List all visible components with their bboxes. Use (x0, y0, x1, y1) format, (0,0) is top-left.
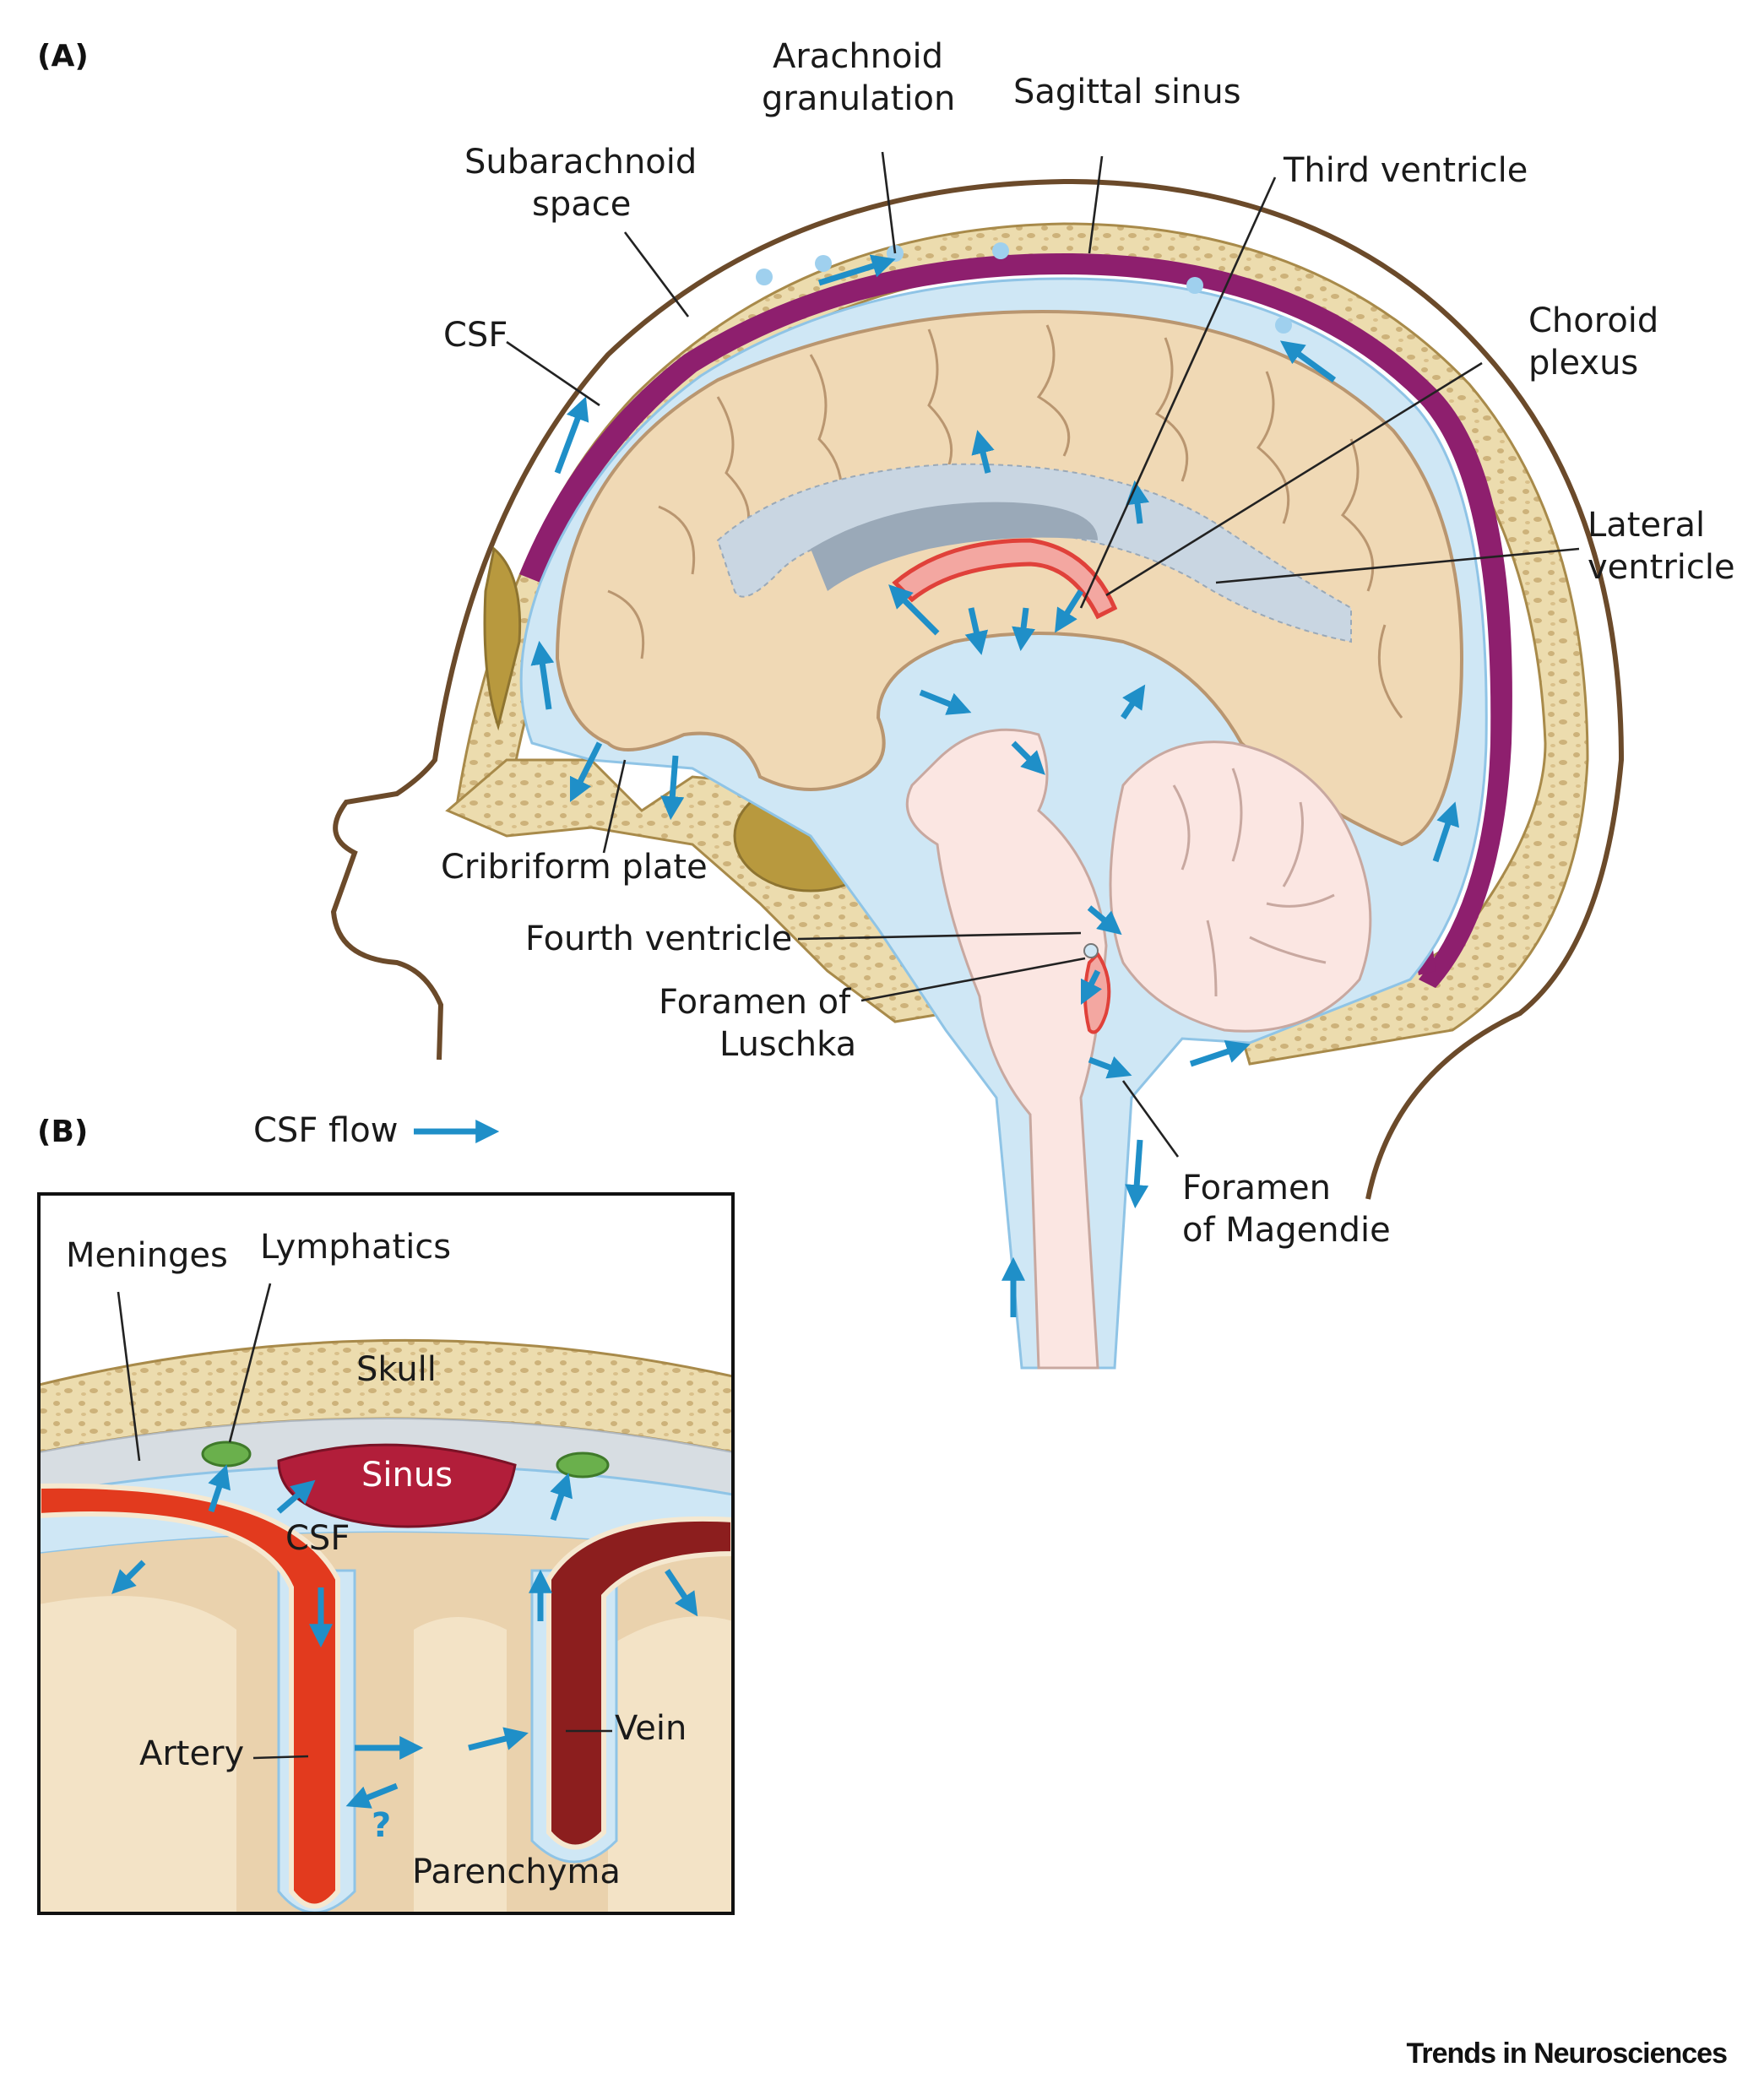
label-arachnoid-1: Arachnoid (773, 37, 943, 76)
label-choroid-1: Choroid (1528, 301, 1658, 340)
label-luschka-2: Luschka (719, 1025, 856, 1064)
journal-credit: Trends in Neurosciences (1406, 2037, 1728, 2070)
parenchyma-fold-left (39, 1596, 236, 1913)
label-third-ventricle: Third ventricle (1283, 151, 1528, 190)
leader-lymphatics (228, 1283, 272, 1443)
label-lateral-2: ventricle (1588, 548, 1735, 587)
panel-b-label: (B) (37, 1115, 88, 1149)
label-artery: Artery (139, 1734, 244, 1773)
label-sinus: Sinus (361, 1456, 453, 1495)
csf-flow-arrows-b (111, 1464, 698, 1809)
lymphatic-left (201, 1441, 252, 1468)
label-vein: Vein (615, 1709, 687, 1748)
leader-artery (252, 1755, 309, 1760)
cerebellum-folia (1172, 768, 1335, 997)
label-meninges: Meninges (66, 1236, 228, 1275)
lateral-ventricle (716, 463, 1352, 643)
parenchyma-fold-right (608, 1616, 733, 1913)
label-magendie-1: Foramen (1182, 1169, 1331, 1207)
leader-meninges (117, 1291, 141, 1462)
panel-b-box (39, 1194, 733, 1913)
panel-b-frame (37, 1192, 735, 1915)
label-question: ? (372, 1806, 391, 1845)
label-sagittal-sinus: Sagittal sinus (1013, 73, 1241, 111)
label-arachnoid-2: granulation (762, 79, 955, 118)
label-lymphatics: Lymphatics (260, 1228, 451, 1267)
vein-vessel (546, 1516, 733, 1850)
lymphatic-right (556, 1451, 610, 1479)
frontal-sinus (483, 546, 522, 731)
choroid-plexus (892, 538, 1118, 620)
label-fourth-ventricle: Fourth ventricle (525, 920, 792, 958)
fourth-ventricle-dot (1083, 943, 1099, 958)
label-choroid-2: plexus (1528, 344, 1638, 383)
head-outline (330, 178, 1625, 1200)
legend-flow-label: CSF flow (253, 1111, 398, 1150)
csf-flow-arrows-a (530, 254, 1459, 1317)
gyri-lines (607, 324, 1403, 719)
label-luschka-1: Foramen of (659, 983, 851, 1022)
label-parenchyma: Parenchyma (412, 1853, 621, 1891)
leaders-a (506, 151, 1580, 1158)
label-subarachnoid-1: Subarachnoid (464, 143, 697, 182)
label-lateral-1: Lateral (1588, 506, 1705, 545)
label-skull: Skull (356, 1350, 437, 1389)
parenchyma-fold-mid (414, 1617, 507, 1913)
label-csf-b: CSF (285, 1519, 350, 1558)
label-magendie-2: of Magendie (1182, 1211, 1391, 1250)
label-subarachnoid-2: space (532, 185, 631, 224)
label-cribriform: Cribriform plate (441, 848, 708, 887)
sinus-shape (277, 1443, 517, 1528)
corpus-callosum (811, 502, 1098, 591)
panel-a-label: (A) (37, 39, 89, 73)
label-csf: CSF (443, 316, 507, 355)
artery-vessel (39, 1483, 340, 1909)
